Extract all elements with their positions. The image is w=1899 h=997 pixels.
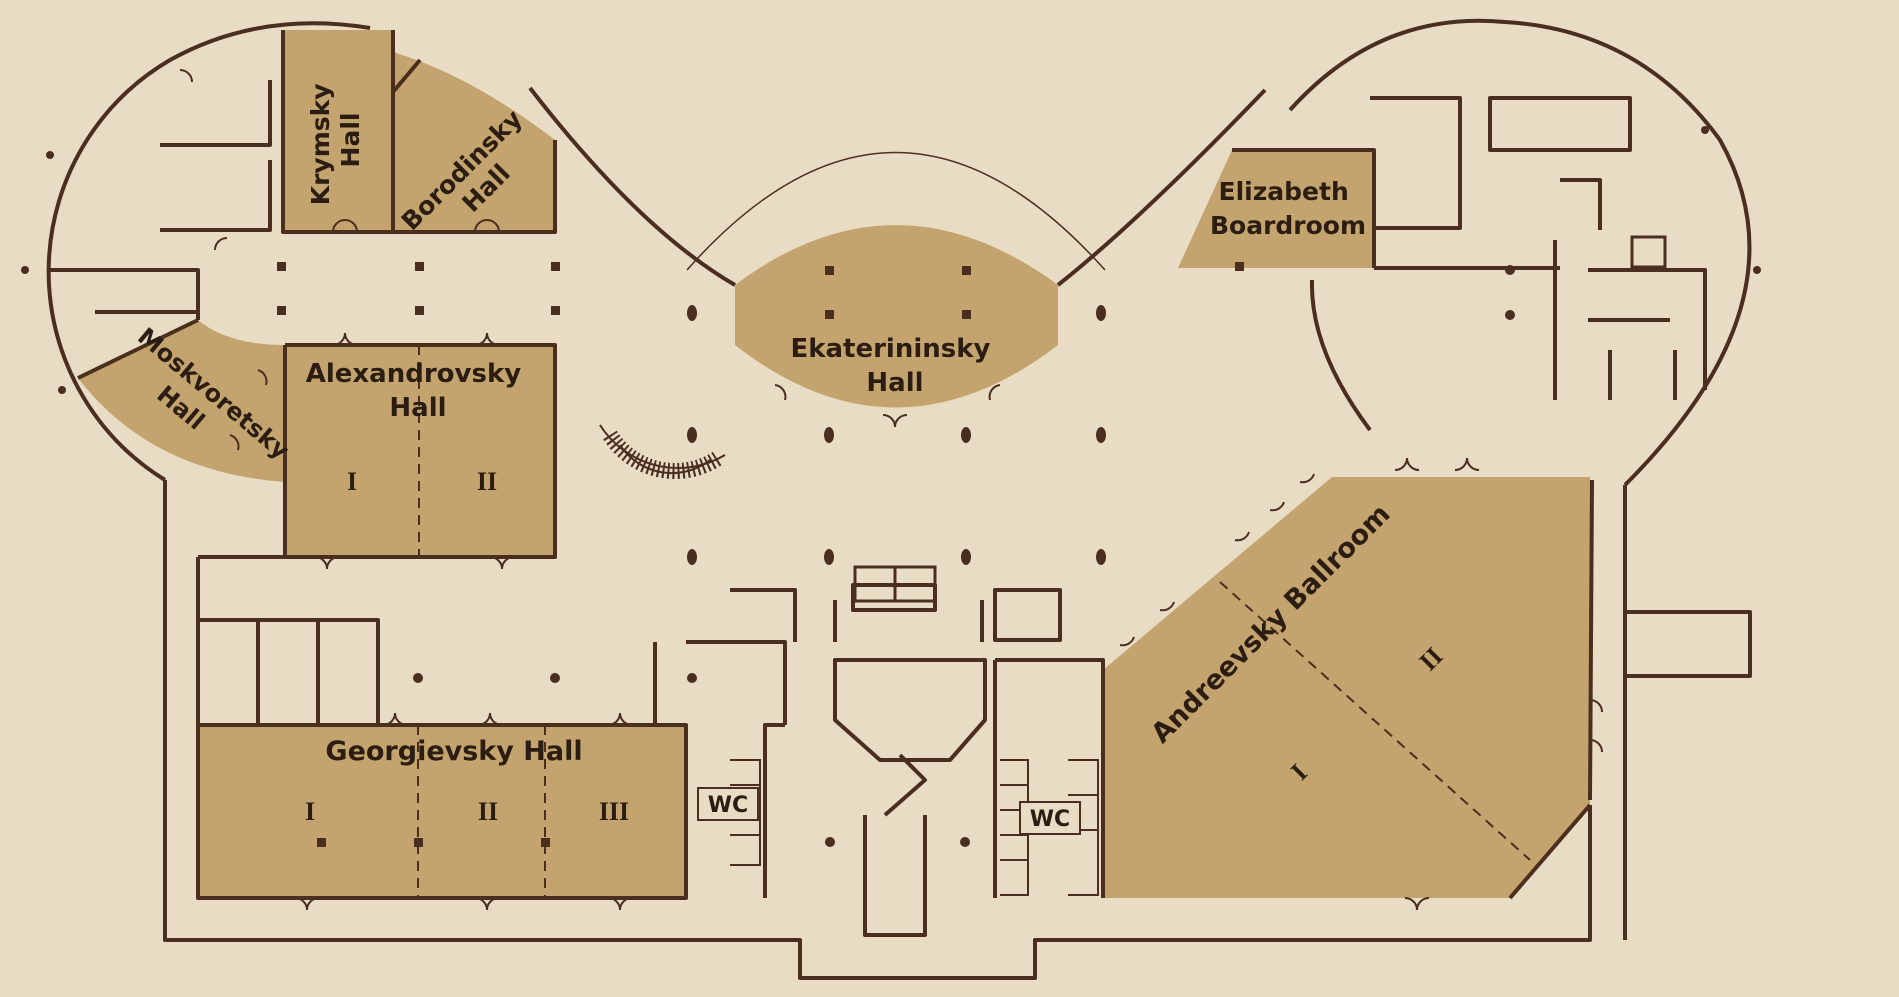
- wc-2-badge: [1019, 801, 1081, 835]
- section-dividers: [417, 345, 1531, 898]
- alexandrovsky-hall-label-line-2: Hall: [389, 393, 446, 423]
- elizabeth-boardroom-label: Elizabeth Boardroom: [1210, 177, 1366, 240]
- georgievsky-hall-area[interactable]: [198, 725, 686, 898]
- andreevsky-ballroom-area[interactable]: [1103, 477, 1590, 898]
- georgievsky-hall-label: Georgievsky Hall: [325, 736, 582, 767]
- ekaterininsky-canopy-arc: [686, 151, 1106, 271]
- krymsky-hall-label: Krymsky Hall: [306, 75, 365, 206]
- wc-1-badge: [697, 787, 759, 821]
- georgievsky-section-2: II: [478, 797, 498, 826]
- restroom-wc-2: WC: [1019, 801, 1081, 835]
- krymsky-hall-label-line-2: Hall: [336, 113, 365, 168]
- elizabeth-boardroom-label-line-1: Elizabeth: [1219, 177, 1349, 206]
- doors: [179, 69, 1603, 911]
- restroom-wc-1: WC: [697, 787, 759, 821]
- wc-1-label: WC: [708, 793, 748, 818]
- walls: [46, 18, 1752, 980]
- spiral-staircase: [599, 424, 726, 479]
- georgievsky-section-3: III: [599, 797, 629, 826]
- krymsky-hall-area[interactable]: [283, 30, 393, 232]
- wc-2-label: WC: [1030, 807, 1070, 832]
- ekaterininsky-hall-label: Ekaterininsky Hall: [790, 334, 999, 398]
- borodinsky-hall-area[interactable]: [393, 52, 555, 232]
- georgievsky-section-1: I: [305, 797, 315, 826]
- moskvoretsky-hall-area[interactable]: [78, 320, 285, 482]
- alexandrovsky-section-1: I: [347, 467, 357, 496]
- ekaterininsky-hall-label-line-2: Hall: [866, 368, 923, 398]
- elevator-bank: [853, 235, 1667, 603]
- alexandrovsky-section-2: II: [477, 467, 497, 496]
- room-areas: [78, 30, 1590, 898]
- alexandrovsky-hall-label-line-1: Alexandrovsky: [306, 359, 522, 389]
- krymsky-hall-label-line-1: Krymsky: [306, 83, 335, 205]
- columns: [21, 126, 1761, 847]
- ekaterininsky-hall-label-line-1: Ekaterininsky: [790, 334, 990, 364]
- elizabeth-boardroom-area[interactable]: [1178, 150, 1374, 268]
- ekaterininsky-hall-area[interactable]: [735, 225, 1058, 408]
- alexandrovsky-hall-label: Alexandrovsky Hall: [306, 359, 531, 423]
- elizabeth-boardroom-label-line-2: Boardroom: [1210, 211, 1366, 240]
